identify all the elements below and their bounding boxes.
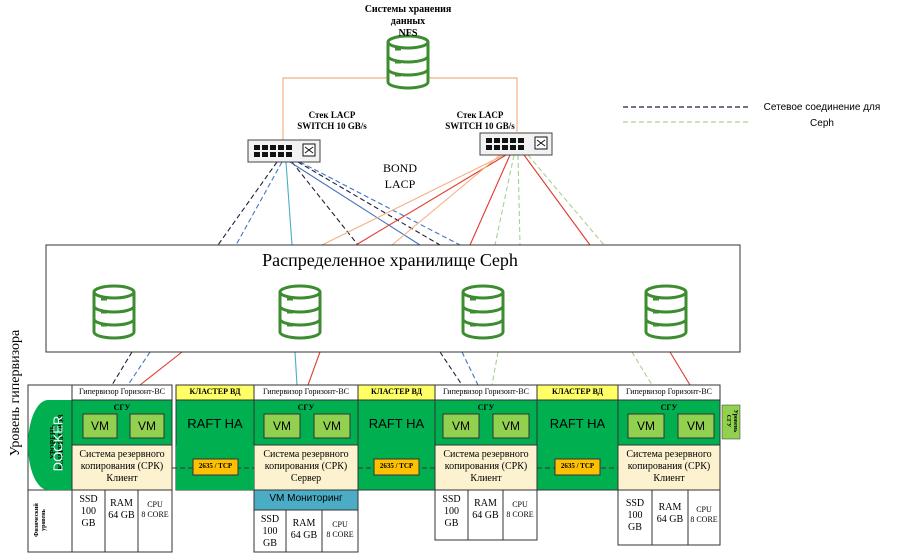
bond-label-1: BOND [382, 161, 417, 175]
backup-label-2: копирования (СРК) [264, 461, 348, 472]
legend-label-1: Сетевое соединение для [763, 102, 881, 113]
cpu-label: CPU [696, 505, 712, 514]
ssd-label: SSD [260, 514, 280, 525]
ceph-title: Распределенное хранилище Ceph [262, 250, 518, 270]
vm-monitoring-label: VM Мониторинг [269, 493, 343, 504]
hypervisor-title: Гипервизор Горизонт-ВС [262, 387, 350, 396]
hypervisor-columns [71, 384, 741, 553]
ram-label: RAM [110, 498, 133, 509]
hypervisor-title: Гипервизор Горизонт-ВС [442, 387, 530, 396]
sgu-label: СГУ [113, 403, 131, 412]
backup-label-1: Система резервного [263, 449, 349, 460]
port-label: 2635 / TCP [198, 462, 233, 470]
switch-right-label-2: SWITCH 10 GB/s [445, 121, 515, 131]
cpu-label: CPU [332, 520, 348, 529]
ssd-size: 100 [262, 526, 278, 537]
raft-label: RAFT HA [549, 416, 606, 431]
backup-role: Сервер [290, 473, 322, 484]
backup-label-1: Система резервного [626, 449, 712, 460]
nfs-storage-icon [386, 34, 430, 90]
sgu-label: СГУ [297, 403, 315, 412]
backup-label-2: копирования (СРК) [627, 461, 711, 472]
port-label: 2635 / TCP [379, 462, 414, 470]
ssd-unit: GB [81, 518, 96, 529]
legend-label-2: Ceph [810, 118, 834, 129]
backup-label-1: Система резервного [79, 449, 165, 460]
switch-right-label-1: Стек LACP [456, 110, 504, 120]
switch-left-label-1: Стек LACP [308, 110, 356, 120]
raft-label: RAFT HA [368, 416, 425, 431]
ram-size: 64 GB [290, 530, 318, 541]
ceph-node-icon [92, 284, 136, 340]
ssd-unit: GB [444, 518, 459, 529]
ram-label: RAM [292, 518, 316, 529]
physical-level-label-2: уровень [41, 509, 47, 531]
hypervisor-title: Гипервизор Горизонт-ВС [625, 387, 713, 396]
ram-label: RAM [474, 498, 497, 509]
backup-label-1: Система резервного [443, 449, 529, 460]
ceph-storage-box [45, 244, 741, 353]
sgu-label: СГУ [477, 403, 495, 412]
ram-size: 64 GB [472, 510, 499, 521]
nfs-title-line2: данных [390, 16, 426, 27]
vm-label: VM [91, 419, 109, 433]
ssd-unit: GB [263, 538, 277, 549]
vm-label: VM [273, 419, 291, 433]
vm-label: VM [687, 419, 705, 433]
port-label: 2635 / TCP [560, 462, 595, 470]
ceph-node-icon [644, 284, 688, 340]
switch-left-icon [247, 139, 321, 163]
vm-label: VM [138, 419, 156, 433]
backup-label-2: копирования (СРК) [80, 461, 164, 472]
cpu-cores: 8 CORE [690, 515, 718, 524]
ssd-size: 100 [444, 506, 459, 517]
sgu-level-label-1: Уровень [732, 409, 738, 433]
nfs-title-line1: Системы хранения [364, 4, 452, 15]
ssd-unit: GB [628, 522, 642, 533]
cpu-label: CPU [147, 500, 163, 509]
switch-right-icon [479, 132, 553, 156]
ssd-label: SSD [79, 494, 98, 505]
sgu-level-label-2: СГУ [725, 414, 731, 428]
ssd-label: SSD [442, 494, 461, 505]
cpu-cores: 8 CORE [506, 510, 534, 519]
cpu-label: CPU [512, 500, 528, 509]
vm-label: VM [323, 419, 341, 433]
ram-label: RAM [658, 502, 682, 513]
nfs-title-line3: NFS [398, 28, 418, 39]
ceph-node-icon [278, 284, 322, 340]
hypervisor-links [111, 351, 691, 386]
backup-role: Клиент [106, 473, 138, 484]
ssd-label: SSD [625, 498, 645, 509]
ssd-size: 100 [81, 506, 96, 517]
backup-label-2: копирования (СРК) [444, 461, 528, 472]
vm-label: VM [502, 419, 520, 433]
cpu-cores: 8 CORE [326, 530, 354, 539]
vm-label: VM [452, 419, 470, 433]
ram-size: 64 GB [656, 514, 684, 525]
bond-label-2: LACP [384, 177, 416, 191]
cluster-title: КЛАСТЕР ВД [189, 387, 241, 396]
docker-band [28, 400, 72, 490]
ceph-node-icon [461, 284, 505, 340]
hypervisor-title: Гипервизор Горизонт-ВС [78, 387, 166, 396]
raft-label: RAFT HA [187, 416, 243, 431]
physical-level-label-1: Физический [34, 503, 40, 537]
cpu-cores: 8 CORE [141, 510, 169, 519]
legend-lines [623, 106, 748, 123]
cluster-columns [172, 384, 619, 491]
cluster-title: КЛАСТЕР ВД [370, 387, 422, 396]
backup-role: Клиент [653, 473, 685, 484]
sgu-label: СГУ [660, 403, 678, 412]
switch-left-label-2: SWITCH 10 GB/s [297, 121, 367, 131]
hypervisor-level-label: Уровень гипервизора [8, 329, 23, 457]
ceph-links [217, 154, 605, 246]
vm-label: VM [637, 419, 655, 433]
backup-role: Клиент [470, 473, 502, 484]
docker-label: DOCKER [50, 415, 66, 472]
ram-size: 64 GB [108, 510, 135, 521]
ssd-size: 100 [627, 510, 643, 521]
cluster-title: КЛАСТЕР ВД [551, 387, 603, 396]
